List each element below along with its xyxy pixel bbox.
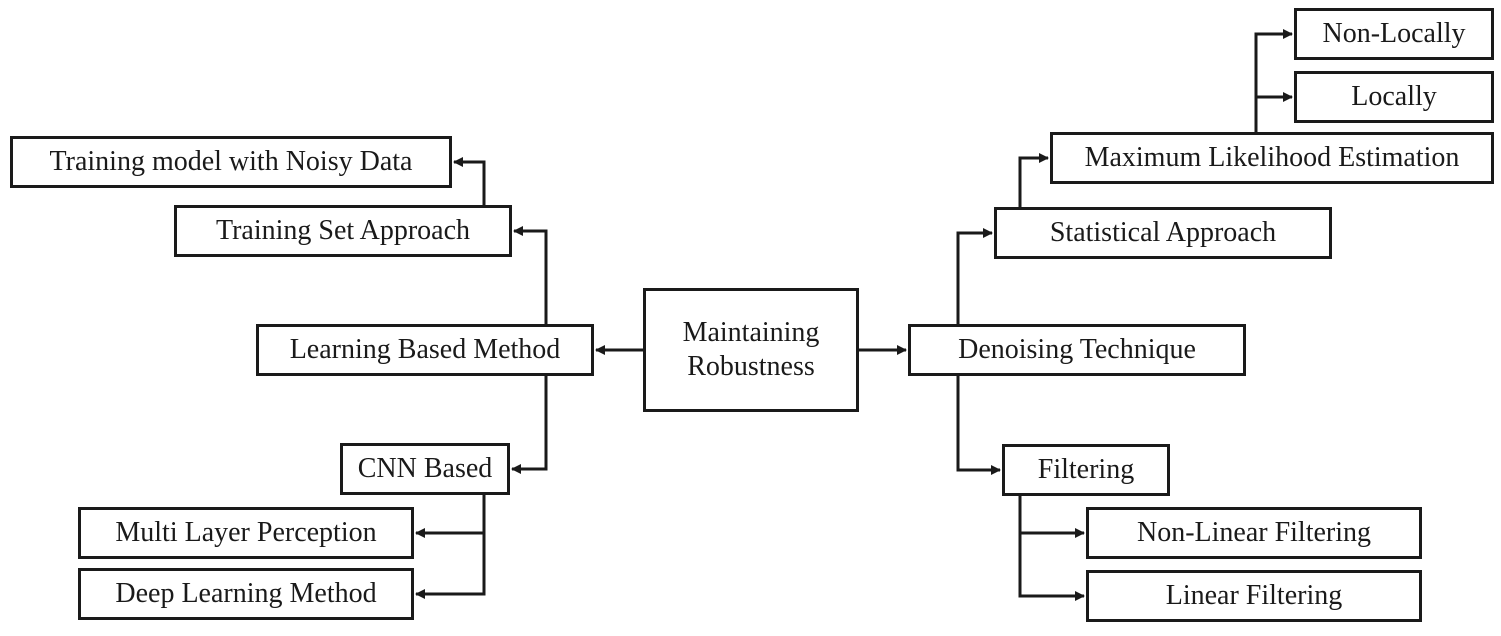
node-non-locally: Non-Locally	[1294, 8, 1494, 60]
node-deep-learning-method: Deep Learning Method	[78, 568, 414, 620]
arrow-statistical-to-mle	[1018, 153, 1049, 207]
node-learning-based-method: Learning Based Method	[256, 324, 594, 376]
arrow-denoising-to-filtering	[956, 376, 1001, 475]
node-denoising-technique: Denoising Technique	[908, 324, 1246, 376]
arrow-learning-to-training_set	[513, 226, 548, 324]
arrow-denoising-to-statistical	[956, 228, 993, 324]
arrow-mle-to-locally	[1254, 92, 1293, 132]
arrow-learning-to-cnn	[511, 376, 548, 474]
node-cnn-based: CNN Based	[340, 443, 510, 495]
arrow-mle-to-non_locally	[1254, 29, 1293, 132]
arrow-filtering-to-linear	[1018, 496, 1085, 601]
node-linear-filtering: Linear Filtering	[1086, 570, 1422, 622]
arrow-filtering-to-nonlinear	[1018, 496, 1085, 538]
arrow-training_set-to-noisy_data	[453, 157, 486, 205]
node-locally: Locally	[1294, 71, 1494, 123]
node-multi-layer-perception: Multi Layer Perception	[78, 507, 414, 559]
arrow-cnn-to-mlp	[415, 495, 486, 538]
node-filtering: Filtering	[1002, 444, 1170, 496]
node-training-set-approach: Training Set Approach	[174, 205, 512, 257]
node-statistical-approach: Statistical Approach	[994, 207, 1332, 259]
arrow-cnn-to-deep	[415, 495, 486, 599]
node-training-model-noisy-data: Training model with Noisy Data	[10, 136, 452, 188]
node-maintaining-robustness: Maintaining Robustness	[643, 288, 859, 412]
node-maximum-likelihood-estimation: Maximum Likelihood Estimation	[1050, 132, 1494, 184]
node-non-linear-filtering: Non-Linear Filtering	[1086, 507, 1422, 559]
